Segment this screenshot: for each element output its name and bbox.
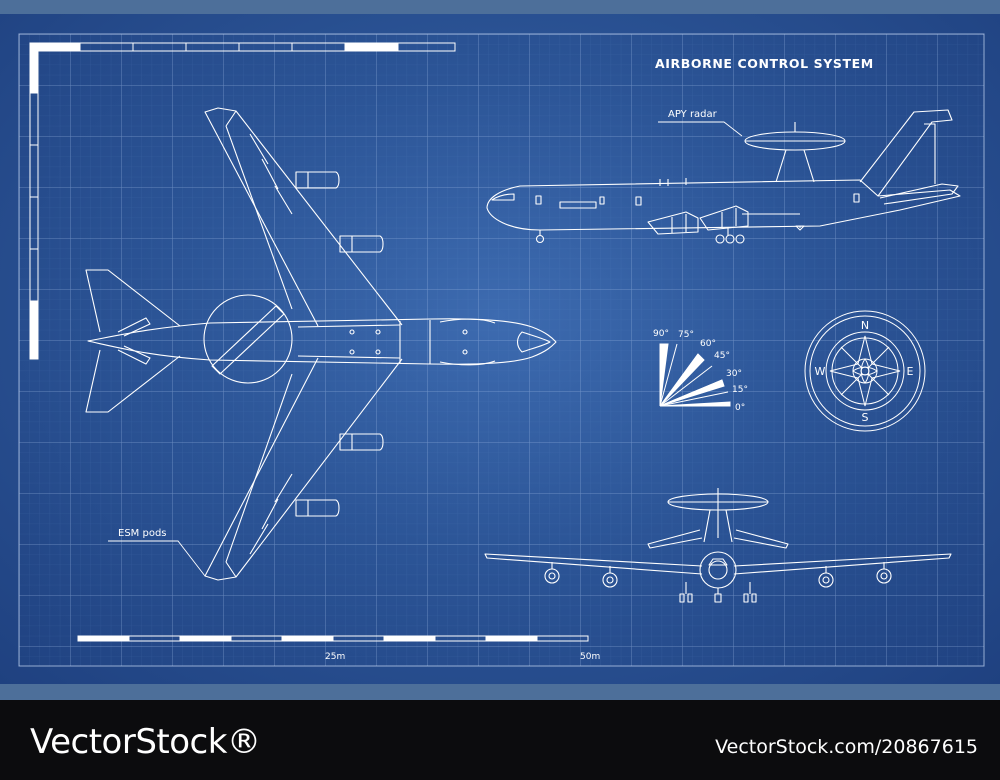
angle-diagram xyxy=(659,343,731,407)
top-band xyxy=(0,0,1000,14)
scale-bar xyxy=(77,635,589,642)
drawing-title: AIRBORNE CONTROL SYSTEM xyxy=(655,56,874,71)
compass-gauge xyxy=(804,310,926,432)
angle-label: 90° xyxy=(653,329,669,339)
compass-letters: N E S W xyxy=(815,319,914,424)
esm-pods-callout: ESM pods xyxy=(108,528,206,577)
compass-south: S xyxy=(862,411,869,424)
angle-label: 15° xyxy=(732,385,748,395)
apy-radar-callout: APY radar xyxy=(658,109,743,137)
top-view-aircraft xyxy=(85,107,557,581)
bottom-band xyxy=(0,684,1000,700)
front-view-aircraft xyxy=(484,488,952,603)
scale-end-label: 50m xyxy=(580,652,600,662)
side-view-aircraft xyxy=(486,109,961,244)
watermark-url: VectorStock.com/20867615 xyxy=(715,736,978,758)
angle-label: 30° xyxy=(726,369,742,379)
angle-label: 45° xyxy=(714,351,730,361)
compass-west: W xyxy=(815,365,826,378)
left-ruler xyxy=(29,42,39,360)
watermark-bar: VectorStock® VectorStock.com/20867615 xyxy=(0,700,1000,780)
blueprint-sheet: AIRBORNE CONTROL SYSTEM xyxy=(0,14,1000,684)
angle-label: 75° xyxy=(678,330,694,340)
angle-labels: 90° 75° 60° 45° 30° 15° 0° xyxy=(653,329,748,413)
esm-pods-label: ESM pods xyxy=(118,528,167,539)
compass-east: E xyxy=(907,365,914,378)
blueprint-drawing: AIRBORNE CONTROL SYSTEM xyxy=(18,33,985,667)
compass-north: N xyxy=(861,319,869,332)
angle-label: 60° xyxy=(700,339,716,349)
angle-label: 0° xyxy=(735,403,745,413)
grid-frame xyxy=(18,33,985,667)
apy-radar-label: APY radar xyxy=(668,109,718,120)
watermark-logo-text: VectorStock® xyxy=(30,722,261,762)
scale-mid-label: 25m xyxy=(325,652,345,662)
